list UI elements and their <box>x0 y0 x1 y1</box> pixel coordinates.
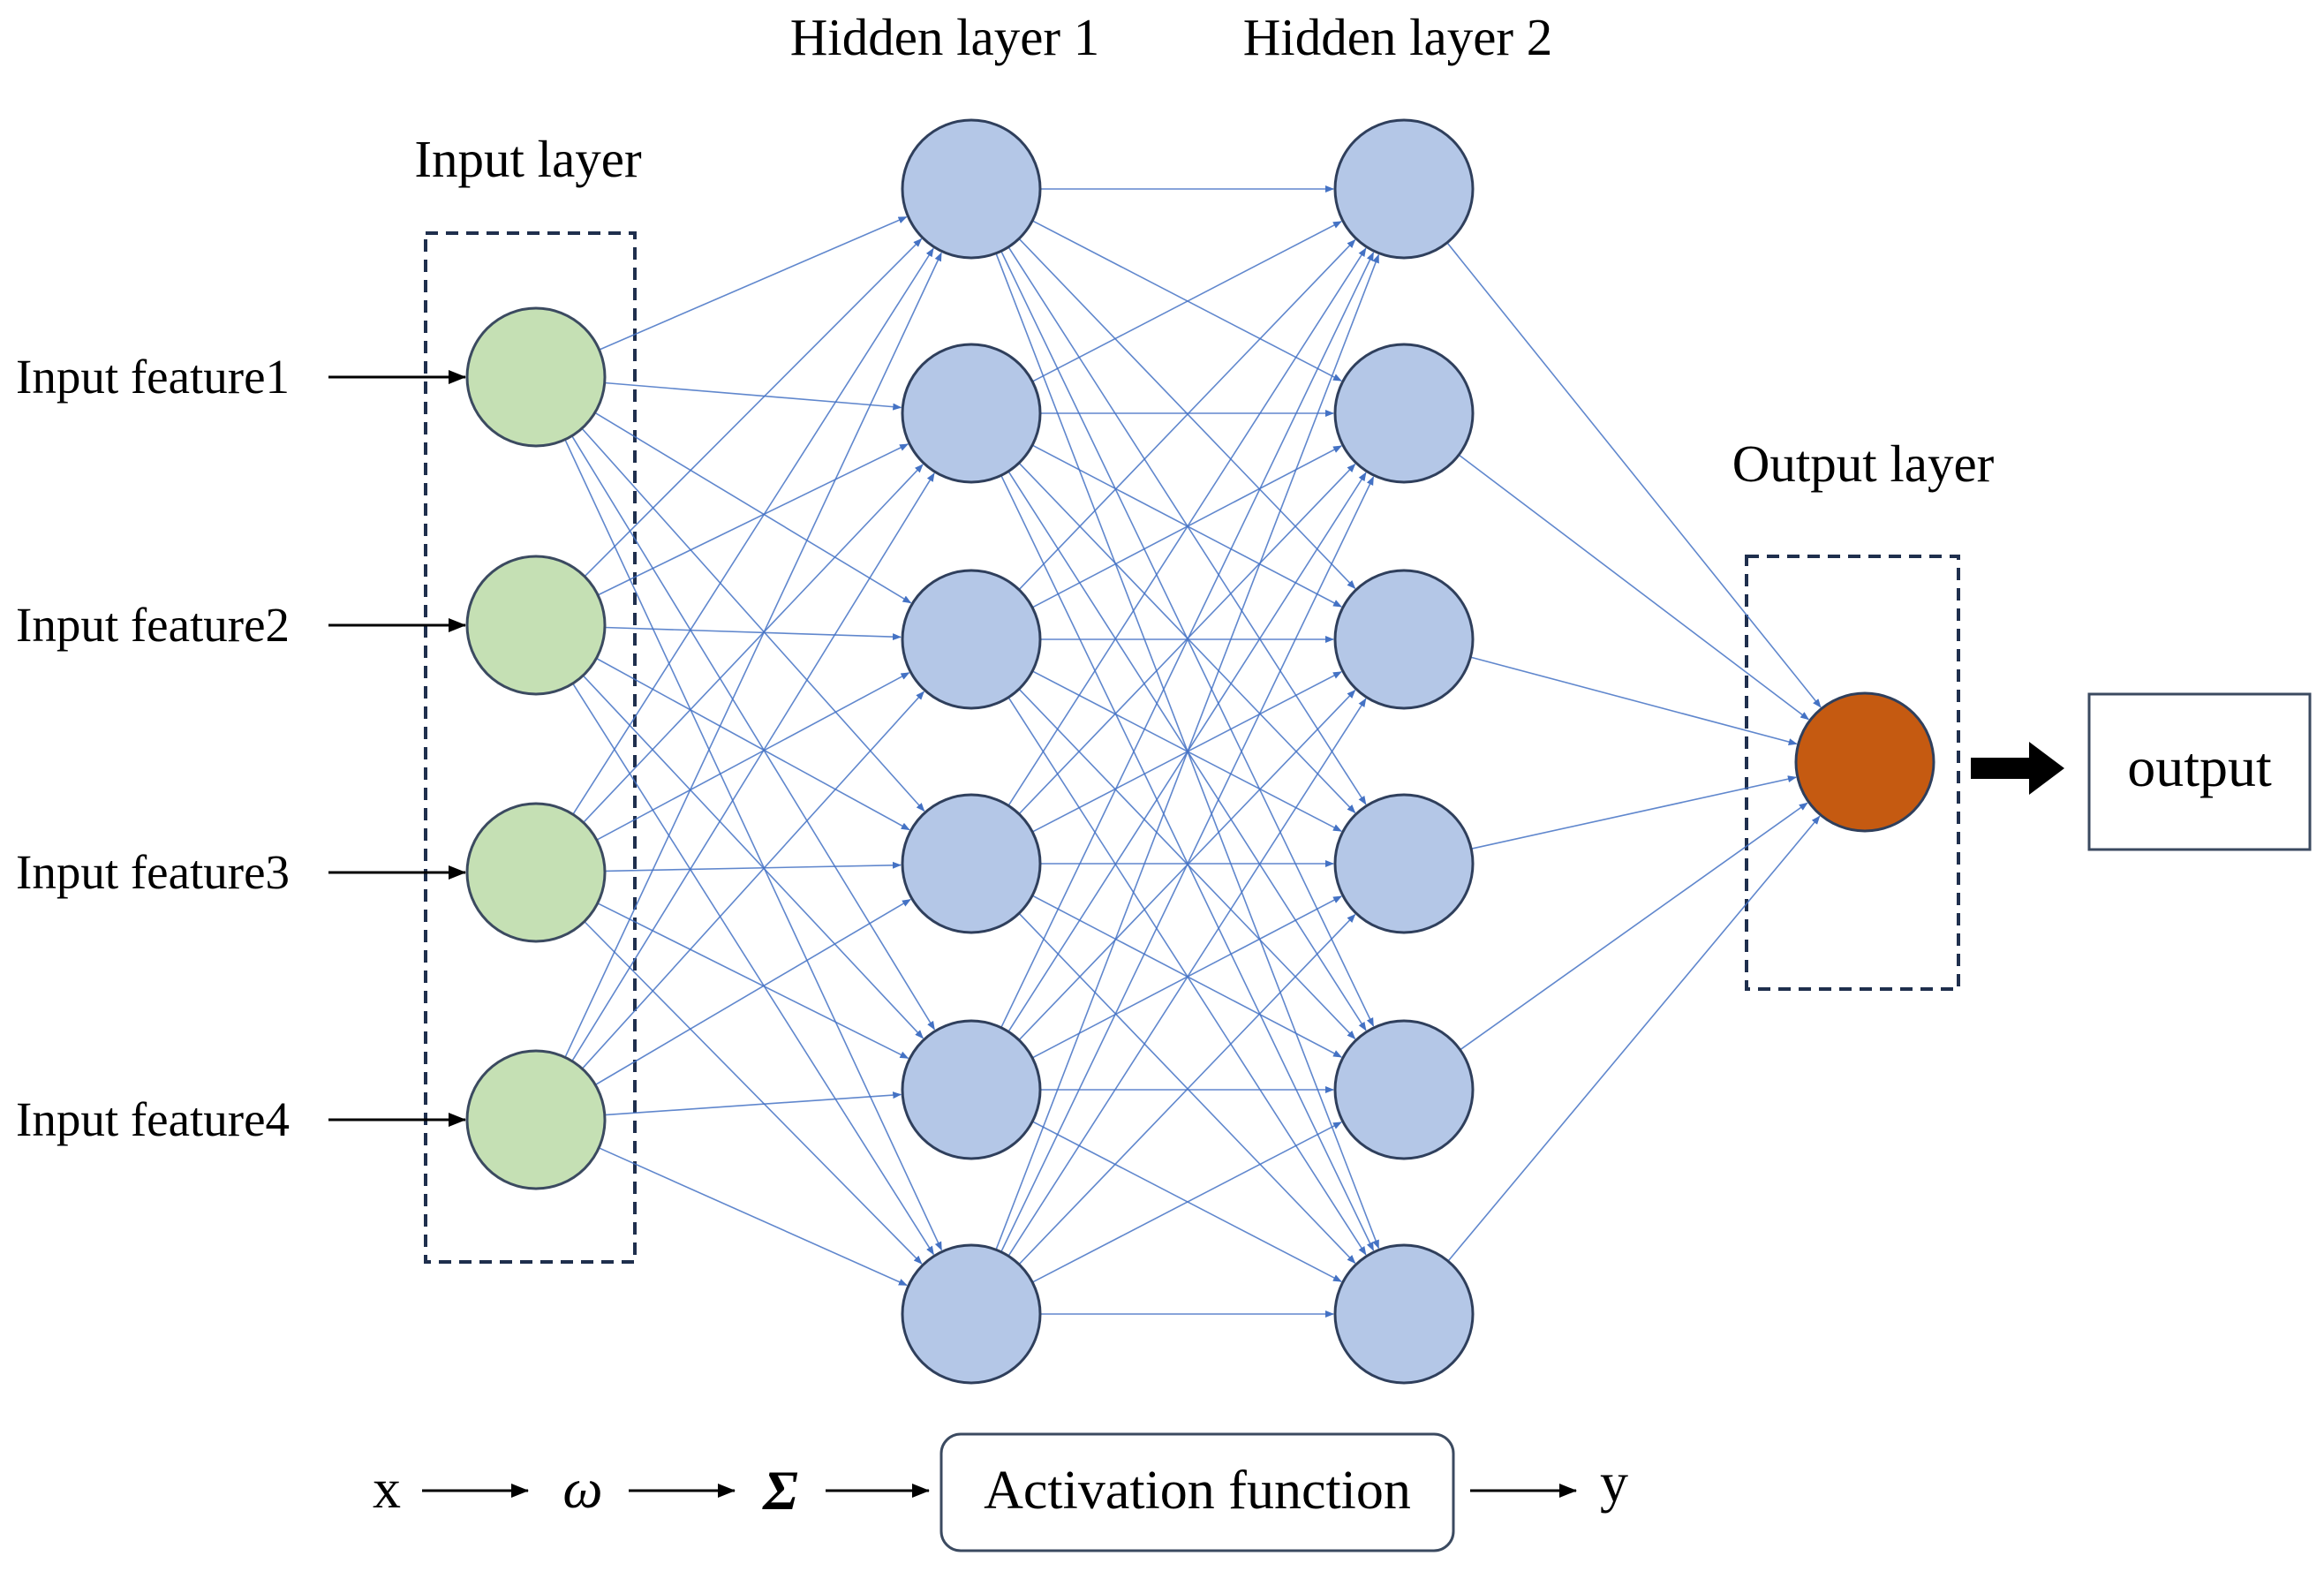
connection-input-hidden1 <box>584 238 923 578</box>
connection-hidden1-hidden2 <box>1000 252 1375 1029</box>
input-node <box>465 1049 607 1190</box>
connection-input-hidden1 <box>597 903 909 1060</box>
connection-hidden2-output <box>1458 454 1809 721</box>
input-node <box>465 802 607 943</box>
connection-input-hidden1 <box>583 464 924 823</box>
hidden2-node <box>1333 1019 1475 1160</box>
activation-function-label: Activation function <box>984 1461 1411 1521</box>
connection-hidden2-output <box>1447 815 1821 1262</box>
output-node <box>1794 691 1935 833</box>
connection-hidden2-output <box>1460 802 1808 1051</box>
connection-hidden1-hidden2 <box>1031 221 1342 382</box>
hidden1-node <box>901 118 1042 260</box>
formula-sigma: Σ <box>761 1459 798 1522</box>
connection-input-hidden1 <box>572 683 934 1256</box>
connection-hidden1-hidden2 <box>1018 462 1356 814</box>
hidden1-node <box>901 1243 1042 1385</box>
hidden2-node <box>1333 118 1475 260</box>
connection-input-hidden1 <box>596 672 910 841</box>
input-node <box>465 555 607 696</box>
connection-input-hidden1 <box>564 439 943 1251</box>
activation-function-box <box>939 1432 1455 1552</box>
hidden2-node <box>1333 1243 1475 1385</box>
output-box-label: output <box>2127 736 2272 798</box>
connection-input-hidden1 <box>571 472 935 1062</box>
input-feature-label: Input feature3 <box>16 845 290 899</box>
connection-hidden1-hidden2 <box>1007 247 1367 806</box>
input-layer-title: Input layer <box>414 130 642 188</box>
hidden2-node <box>1333 793 1475 934</box>
output-box <box>2087 692 2312 851</box>
connection-input-hidden1 <box>594 898 911 1086</box>
hidden1-node <box>901 1019 1042 1160</box>
connection-hidden1-hidden2 <box>1018 238 1356 591</box>
connection-input-hidden1 <box>581 427 925 812</box>
connection-hidden1-hidden2 <box>1007 698 1367 1257</box>
connection-input-hidden1 <box>604 381 902 411</box>
hidden1-node <box>901 343 1042 484</box>
connection-input-hidden1 <box>604 626 902 641</box>
connection-hidden2-output <box>1470 656 1798 745</box>
connection-input-hidden1 <box>599 215 908 351</box>
hidden2-node <box>1333 343 1475 484</box>
connection-hidden2-output <box>1471 775 1797 850</box>
connection-input-hidden1 <box>604 861 902 872</box>
formula-y: y <box>1600 1451 1628 1514</box>
hidden-layer-2-title: Hidden layer 2 <box>1243 8 1553 66</box>
output-layer-title: Output layer <box>1732 434 1995 493</box>
input-feature-label: Input feature2 <box>16 598 290 652</box>
formula-omega: ω <box>562 1457 602 1520</box>
hidden2-node <box>1333 569 1475 710</box>
connection-input-hidden1 <box>571 435 935 1031</box>
hidden-layer-1-title: Hidden layer 1 <box>790 8 1100 66</box>
connection-input-hidden1 <box>564 252 942 1058</box>
hidden1-node <box>901 569 1042 710</box>
connection-input-hidden1 <box>594 412 912 604</box>
input-feature-label: Input feature4 <box>16 1092 290 1146</box>
nodes-group <box>465 118 1935 1385</box>
connection-input-hidden1 <box>582 675 924 1039</box>
connection-input-hidden1 <box>584 920 923 1265</box>
connection-hidden1-hidden2 <box>1031 1122 1342 1283</box>
connection-input-hidden1 <box>581 691 924 1069</box>
connection-input-hidden1 <box>598 1147 908 1287</box>
input-feature-label: Input feature1 <box>16 350 290 404</box>
hidden1-node <box>901 793 1042 934</box>
connection-input-hidden1 <box>596 657 910 831</box>
connection-input-hidden1 <box>597 443 909 596</box>
connection-hidden1-hidden2 <box>1000 476 1375 1253</box>
connection-hidden1-hidden2 <box>995 253 1380 1250</box>
formula-x: x <box>373 1457 401 1520</box>
output-layer-box <box>1745 555 1960 991</box>
connection-input-hidden1 <box>572 247 934 815</box>
connections-group <box>564 185 1822 1318</box>
connection-hidden1-hidden2 <box>1018 913 1356 1265</box>
connection-hidden1-hidden2 <box>1018 912 1356 1265</box>
output-thick-arrow-icon <box>1971 742 2064 795</box>
input-layer-box <box>424 231 637 1264</box>
input-node <box>465 306 607 448</box>
connection-hidden2-output <box>1446 242 1822 708</box>
connection-input-hidden1 <box>604 1091 902 1116</box>
